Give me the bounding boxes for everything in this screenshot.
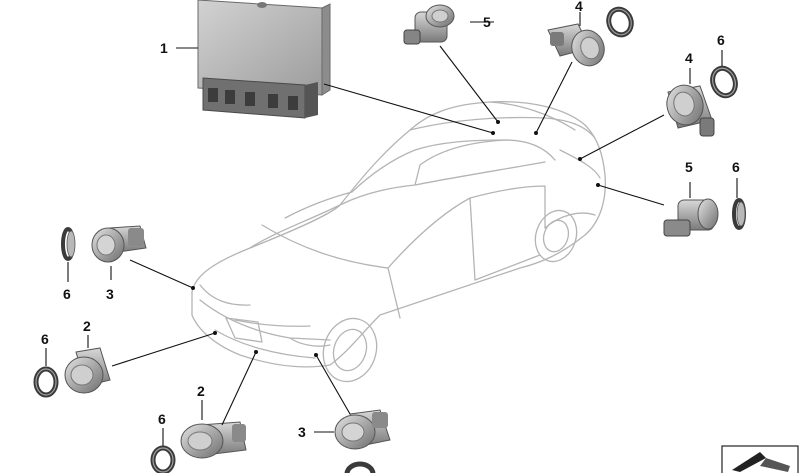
ring-right-lower: [732, 198, 746, 230]
ring-bottom-partial: [344, 461, 376, 473]
callout-4-right: 4: [685, 50, 693, 66]
callout-5-right: 5: [685, 159, 693, 175]
sensor-top-5: [403, 4, 455, 45]
diagram-id-icon: [721, 445, 799, 473]
car-outline: [191, 101, 606, 383]
callout-6-left-bottom: 6: [41, 331, 49, 347]
callout-3-bottom: 3: [298, 424, 306, 440]
callout-2-bottom: 2: [197, 383, 205, 399]
control-unit: [197, 0, 331, 119]
sensor-right-4: [666, 84, 715, 137]
sensor-bottom-3: [334, 409, 391, 450]
ring-bottom: [150, 445, 176, 473]
callout-6-bottom: 6: [158, 411, 166, 427]
callout-4-top: 4: [575, 0, 583, 14]
callout-2-left: 2: [83, 318, 91, 334]
callout-1: 1: [160, 40, 168, 56]
sensor-left-3: [91, 225, 147, 263]
callout-6-left-top: 6: [63, 286, 71, 302]
callout-6-right: 6: [732, 159, 740, 175]
sensor-top-4: [547, 23, 605, 67]
callout-3-left: 3: [106, 286, 114, 302]
sensor-left-2: [64, 347, 111, 394]
callout-labels: 1 5 4 4 6 5 6 6 3 2 6 2 6 3: [41, 0, 740, 440]
sensor-right-5: [663, 198, 719, 237]
ring-top-right: [606, 6, 634, 38]
ring-left-top: [61, 227, 76, 261]
leader-lines: [45, 12, 738, 446]
ring-right-upper: [710, 65, 738, 99]
ring-left-bottom: [33, 366, 59, 398]
sensor-bottom-2: [180, 421, 247, 459]
callout-6-right-top: 6: [717, 32, 725, 48]
callout-5-top: 5: [483, 14, 491, 30]
